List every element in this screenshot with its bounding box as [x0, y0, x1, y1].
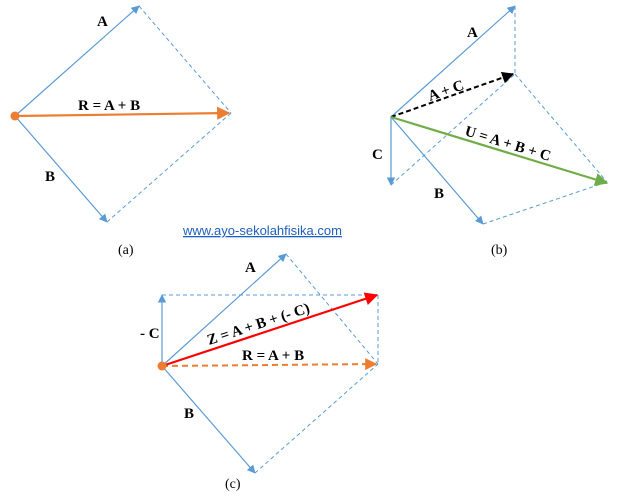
- caption-a: (a): [118, 243, 134, 258]
- parallelogram-dashed-top: [138, 5, 232, 114]
- vector-b-arrow: [14, 115, 108, 223]
- website-link[interactable]: www.ayo-sekolahfisika.com: [182, 223, 342, 238]
- vector-a-arrow: [390, 5, 516, 118]
- label-c: C: [372, 147, 383, 163]
- label-a: A: [245, 260, 256, 276]
- parallelogram-dashed-bottom: [106, 112, 232, 223]
- origin-dot: [10, 111, 20, 121]
- vector-a-arrow: [161, 253, 287, 367]
- vector-a-arrow: [14, 5, 140, 117]
- dashed-b-to-r: [254, 363, 379, 474]
- label-b: B: [434, 186, 444, 202]
- panel-a: A B R = A + B (a): [10, 5, 232, 258]
- label-a: A: [467, 25, 478, 41]
- label-neg-c: - C: [140, 326, 160, 342]
- panel-c: A B - C Z = A + B + (- C) R = A + B (c): [140, 253, 379, 492]
- vector-b-arrow: [161, 365, 256, 474]
- vector-b-arrow: [390, 116, 484, 225]
- label-b: B: [45, 169, 55, 185]
- label-r: R = A + B: [242, 348, 304, 364]
- label-b: B: [184, 406, 194, 422]
- label-a: A: [97, 14, 108, 30]
- label-ac: A + C: [426, 78, 466, 105]
- panel-b: A B C A + C U = A + B + C (b): [372, 5, 609, 258]
- label-r: R = A + B: [78, 98, 140, 114]
- resultant-ac-arrow: [390, 71, 515, 118]
- origin-dot: [157, 361, 167, 371]
- dashed-b-to-u: [482, 181, 608, 225]
- label-z: Z = A + B + (- C): [205, 301, 312, 349]
- caption-b: (b): [491, 243, 508, 258]
- resultant-z-arrow: [161, 292, 379, 368]
- resultant-u-arrow: [390, 115, 609, 186]
- dashed-ac-to-u: [514, 73, 608, 183]
- resultant-r-arrow: [161, 358, 378, 371]
- resultant-r-arrow: [14, 106, 231, 120]
- caption-c: (c): [225, 477, 241, 492]
